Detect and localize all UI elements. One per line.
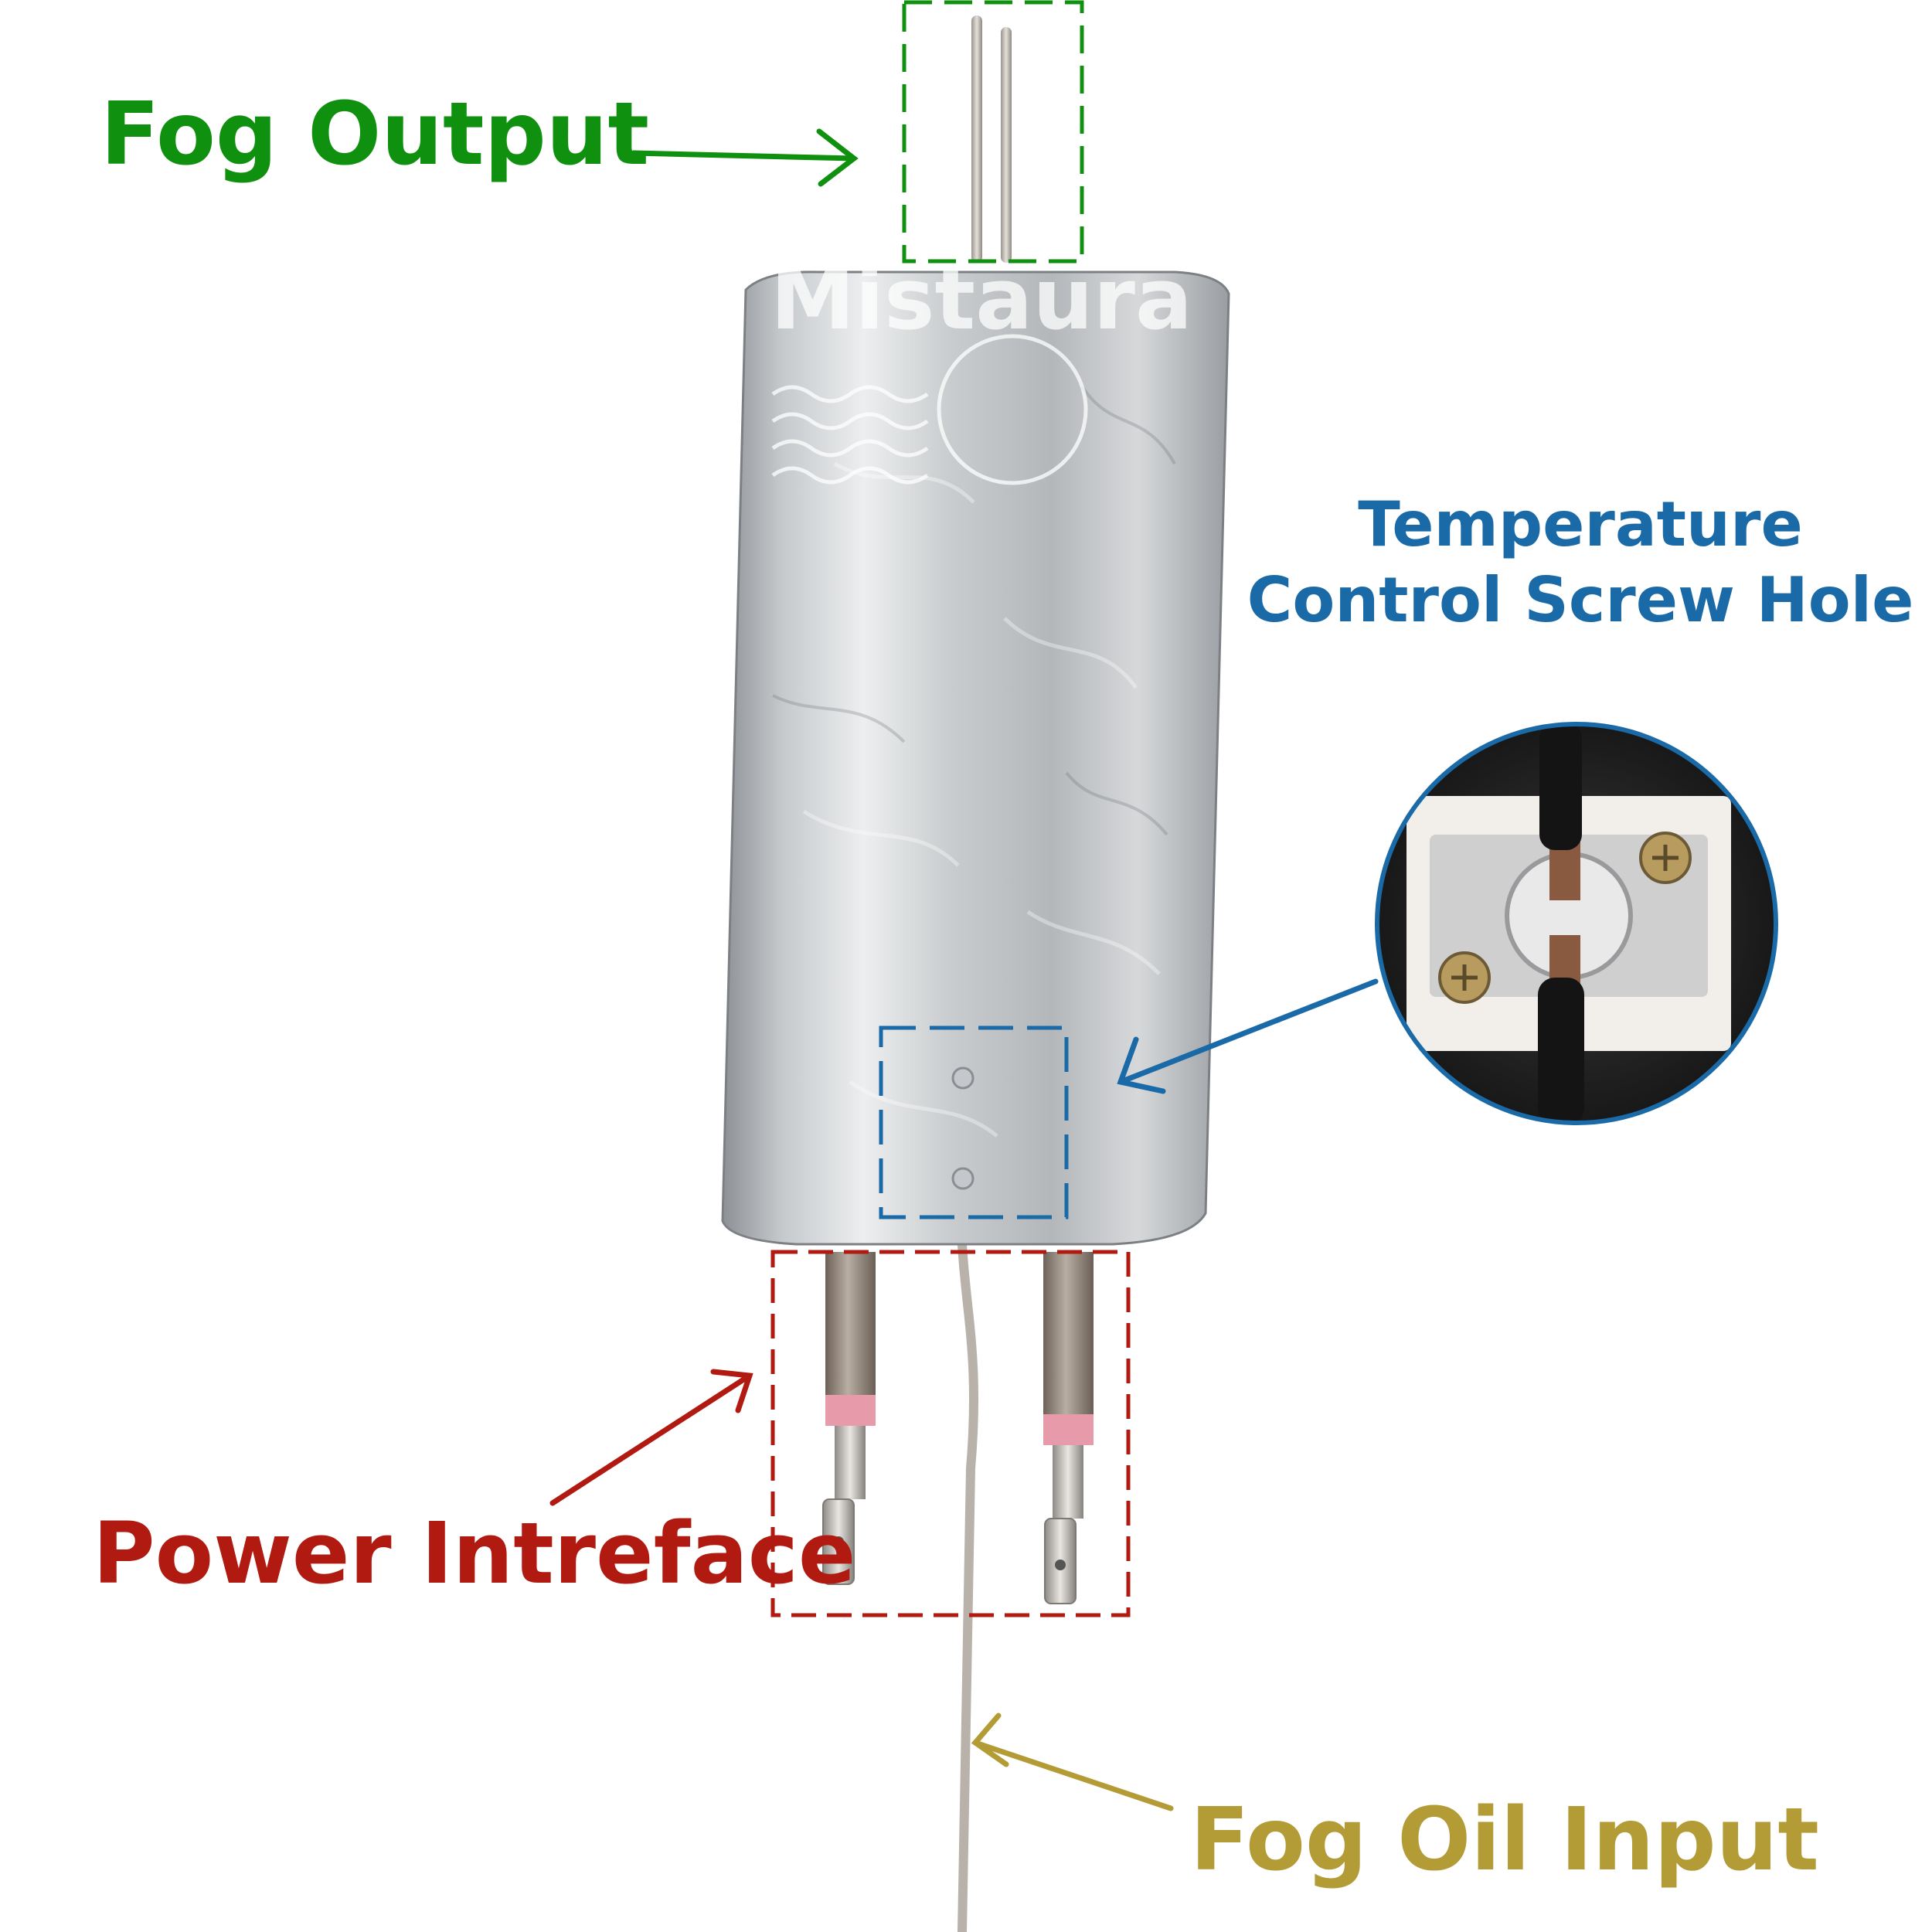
power-interface-arrow xyxy=(549,1369,753,1506)
power-terminals xyxy=(822,1252,1094,1604)
fog-oil-input-arrow xyxy=(971,1713,1174,1811)
fog-output-highlight-box xyxy=(902,0,1084,264)
temperature-screw-highlight-box xyxy=(879,1026,1069,1219)
watermark-globe-icon xyxy=(937,334,1088,485)
temperature-arrow xyxy=(1117,978,1379,1094)
temperature-label-line1: Temperature xyxy=(1358,488,1803,560)
fog-oil-input-pipes xyxy=(917,1239,979,1932)
temperature-label-line2: Control Screw Hole xyxy=(1247,563,1914,636)
power-interface-highlight-box xyxy=(770,1250,1131,1617)
power-terminal-left xyxy=(822,1252,876,1585)
fog-output-pipes xyxy=(971,15,1012,263)
watermark: Mistaura xyxy=(770,250,1192,485)
thermostat-inset xyxy=(1375,722,1778,1125)
power-interface-label: Power Intreface xyxy=(93,1504,856,1603)
fog-oil-input-label: Fog Oil Input xyxy=(1190,1790,1819,1890)
fog-output-label: Fog Output xyxy=(100,84,650,185)
power-terminal-right xyxy=(1043,1252,1094,1604)
watermark-brand-text: Mistaura xyxy=(770,250,1192,349)
heater-body xyxy=(721,270,1230,1246)
fog-output-arrow xyxy=(631,128,859,187)
temperature-control-label: Temperature Control Screw Hole xyxy=(1244,487,1917,638)
watermark-wave-icon xyxy=(771,385,929,485)
